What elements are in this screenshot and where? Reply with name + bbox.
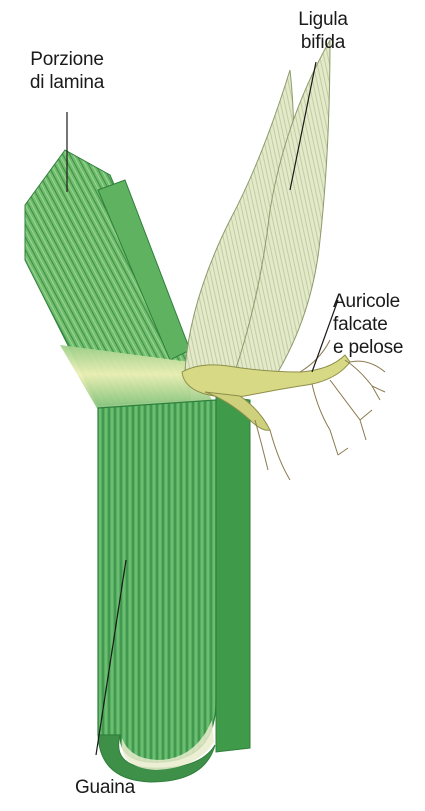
label-auricole: Auricole falcate e pelose — [333, 290, 423, 359]
label-ligula: Ligula bifida — [288, 8, 358, 54]
label-lamina: Porzione di lamina — [12, 48, 122, 94]
sheath-inner-edge — [216, 395, 250, 752]
label-guaina: Guaina — [60, 776, 150, 799]
sheath-tube — [98, 400, 216, 762]
